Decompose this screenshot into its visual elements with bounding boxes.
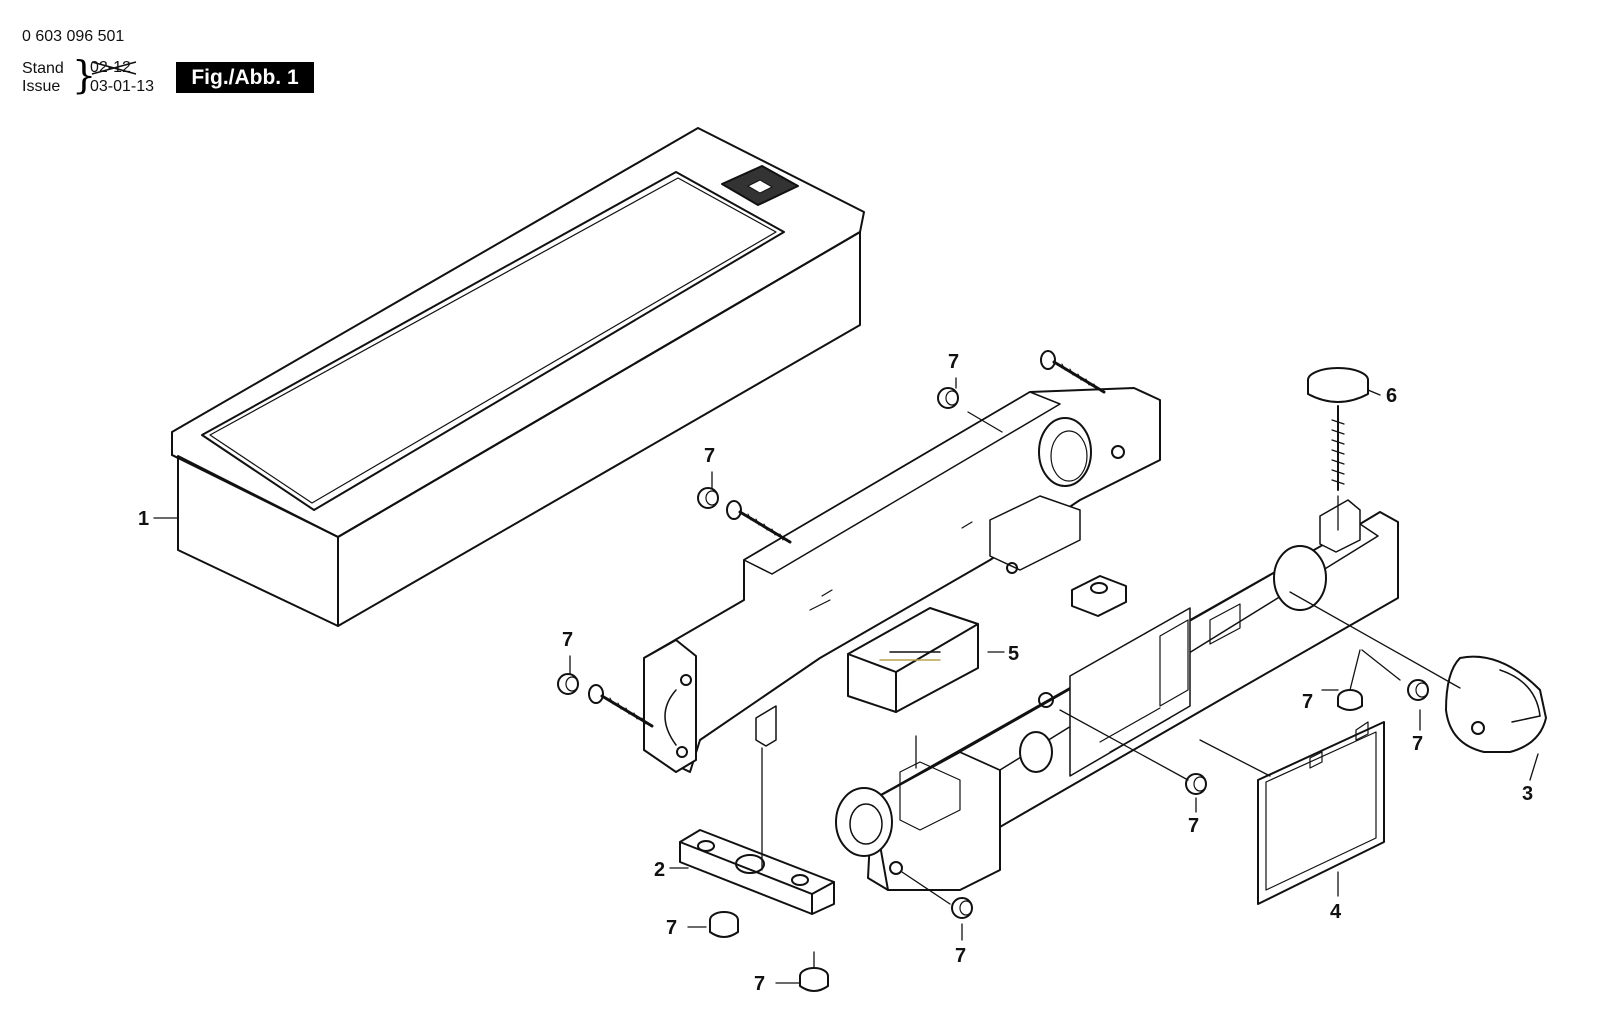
- screw-lower: [588, 684, 654, 728]
- callout-7: 7: [955, 945, 966, 967]
- part-number: 0 603 096 501: [22, 28, 125, 45]
- bracket-part-5: [847, 607, 979, 713]
- end-knob-part-3: [1445, 655, 1547, 753]
- screw-middle: [726, 500, 792, 544]
- rubber-foot: [697, 487, 719, 509]
- thumb-screw-part-6: [1307, 367, 1369, 491]
- callout-7: 7: [1302, 691, 1313, 713]
- issue-date: 03-01-13: [90, 78, 155, 95]
- rubber-foot: [951, 897, 973, 919]
- callout-6: 6: [1386, 385, 1397, 407]
- issue-label: Issue: [22, 78, 61, 95]
- strikethrough-mark: [91, 61, 137, 75]
- rubber-foot: [799, 967, 829, 992]
- rubber-foot: [1407, 679, 1429, 701]
- screw-top: [1040, 350, 1106, 394]
- housing-right-half: [835, 499, 1399, 891]
- callout-2: 2: [654, 859, 665, 881]
- rubber-foot: [1185, 773, 1207, 795]
- battery-cover-part-4: [1257, 721, 1385, 905]
- rubber-foot: [709, 911, 739, 938]
- callout-7: 7: [562, 629, 573, 651]
- callout-7: 7: [1188, 815, 1199, 837]
- rubber-foot: [937, 387, 959, 409]
- callout-3: 3: [1522, 783, 1533, 805]
- callout-7: 7: [948, 351, 959, 373]
- callout-7: 7: [704, 445, 715, 467]
- callout-7: 7: [666, 917, 677, 939]
- square-nut: [1071, 575, 1127, 617]
- rubber-foot: [557, 673, 579, 695]
- base-plate-part-2: [679, 829, 835, 915]
- grid-latch-icon: [721, 165, 799, 206]
- stand-label: Stand: [22, 60, 64, 77]
- callout-5: 5: [1008, 643, 1019, 665]
- document-header: 0 603 096 501 Stand Issue } 02-12 03-01-…: [0, 0, 1600, 110]
- callout-1: 1: [138, 508, 149, 530]
- figure-badge: Fig./Abb. 1: [176, 62, 314, 93]
- callout-labels: 1 2 3 4 5 6 7 7 7 7 7 7 7 7 7: [138, 351, 1533, 995]
- rubber-foot: [1337, 689, 1363, 711]
- callout-4: 4: [1330, 901, 1342, 923]
- callout-7: 7: [1412, 733, 1423, 755]
- callout-7: 7: [754, 973, 765, 995]
- storage-case-part-1: [171, 127, 865, 627]
- housing-left-half: [643, 387, 1161, 773]
- leader-lines: [153, 377, 1539, 984]
